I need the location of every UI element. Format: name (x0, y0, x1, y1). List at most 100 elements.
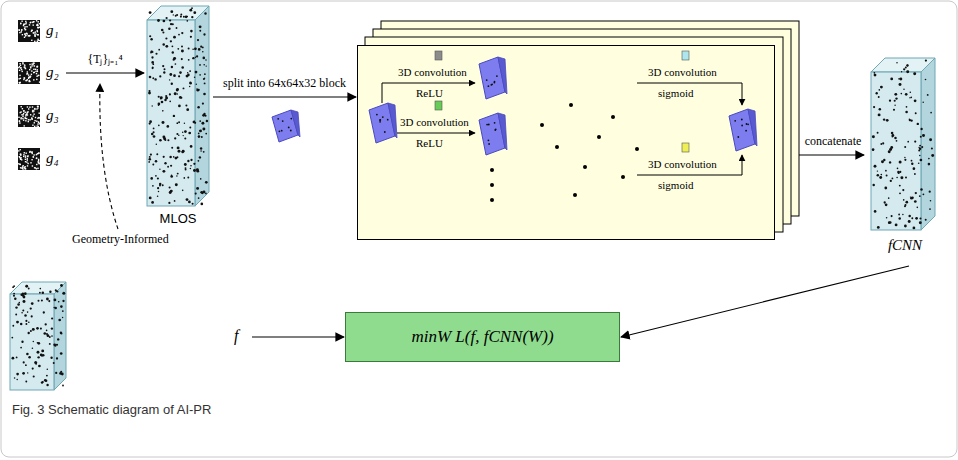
particle-dot (203, 191, 206, 194)
image-speckle (37, 66, 38, 67)
particle-dot (168, 202, 170, 204)
image-speckle (37, 31, 38, 32)
particle-dot (176, 175, 177, 176)
particle-dot (25, 320, 27, 322)
particle-dot (931, 154, 934, 157)
particle-dot (173, 36, 176, 39)
particle-dot (899, 78, 902, 81)
image-speckle (34, 122, 35, 123)
image-label: g₂ (46, 63, 59, 81)
image-speckle (26, 73, 27, 74)
image-speckle (24, 26, 25, 27)
particle-dot (199, 30, 201, 32)
image-speckle (38, 34, 39, 35)
particle-dot (21, 341, 23, 343)
particle-dot (15, 314, 17, 316)
image-speckle (35, 35, 36, 36)
image-speckle (37, 153, 38, 154)
particle-dot (165, 37, 167, 39)
particle-dot (203, 57, 206, 60)
image-speckle (23, 154, 24, 155)
image-speckle (24, 67, 25, 68)
image-speckle (22, 116, 23, 117)
image-ground (18, 148, 40, 170)
image-speckle (18, 67, 19, 68)
flow-arrow (213, 96, 356, 97)
particle-dot (929, 208, 931, 210)
particle-dot (905, 177, 907, 179)
image-speckle (34, 109, 35, 110)
particle-dot (42, 381, 44, 383)
image-speckle (30, 76, 31, 77)
particle-dot (198, 197, 200, 199)
particle-dot (488, 85, 490, 87)
image-speckle (37, 66, 38, 67)
image-speckle (37, 25, 38, 26)
particle-dot (882, 142, 884, 144)
particle-dot (45, 380, 48, 383)
image-speckle (33, 69, 34, 70)
image-speckle (24, 77, 25, 78)
particle-dot (156, 143, 158, 145)
particle-dot (183, 87, 185, 89)
image-speckle (20, 159, 21, 160)
particle-dot (159, 169, 160, 170)
particle-dot (925, 79, 927, 81)
particle-dot (165, 17, 167, 19)
particle-dot (205, 115, 207, 117)
particle-dot (191, 7, 193, 9)
particle-dot (169, 19, 171, 21)
particle-dot (180, 14, 182, 16)
particle-dot (205, 181, 208, 184)
particle-dot (19, 302, 21, 304)
image-speckle (37, 25, 38, 26)
particle-dot (23, 296, 26, 299)
particle-dot (183, 135, 184, 136)
particle-dot (190, 159, 192, 161)
particle-dot (25, 364, 27, 366)
volume-label: fCNN (865, 236, 945, 254)
particle-dot (37, 356, 39, 358)
particle-dot (891, 215, 893, 217)
image-speckle (25, 68, 26, 69)
layer-label: sigmoid (658, 87, 693, 100)
particle-dot (925, 219, 927, 221)
particle-dot (149, 76, 152, 79)
particle-dot (496, 75, 498, 77)
particle-dot (906, 64, 908, 66)
image-speckle (36, 73, 37, 74)
particle-dot (165, 95, 167, 97)
particle-dot (178, 34, 180, 36)
particle-dot (172, 51, 174, 53)
image-speckle (22, 34, 23, 35)
particle-dot (46, 298, 49, 301)
ellipsis-dot (611, 115, 615, 119)
particle-dot (170, 165, 172, 167)
particle-dot (737, 136, 739, 138)
image-speckle (32, 125, 33, 126)
image-speckle (20, 23, 21, 24)
image-speckle (31, 63, 32, 64)
particle-dot (188, 132, 191, 135)
particle-dot (877, 170, 878, 171)
particle-dot (920, 128, 922, 130)
noise-image (18, 148, 40, 170)
image-speckle (21, 117, 22, 118)
edge-label: {Tⱼ}ⱼ₌₁⁴ (85, 52, 124, 66)
particle-dot (930, 200, 932, 202)
particle-dot (190, 30, 193, 33)
image-speckle (32, 119, 33, 120)
particle-dot (177, 146, 180, 149)
image-speckle (29, 24, 30, 25)
particle-dot (181, 50, 184, 53)
particle-dot (488, 124, 490, 126)
particle-dot (168, 28, 171, 31)
particle-dot (40, 354, 43, 357)
image-speckle (34, 120, 35, 121)
image-speckle (28, 35, 29, 36)
particle-dot (60, 332, 62, 334)
volume-front (871, 72, 921, 230)
particle-dot (31, 315, 33, 317)
image-speckle (33, 79, 34, 80)
particle-dot (51, 327, 53, 329)
